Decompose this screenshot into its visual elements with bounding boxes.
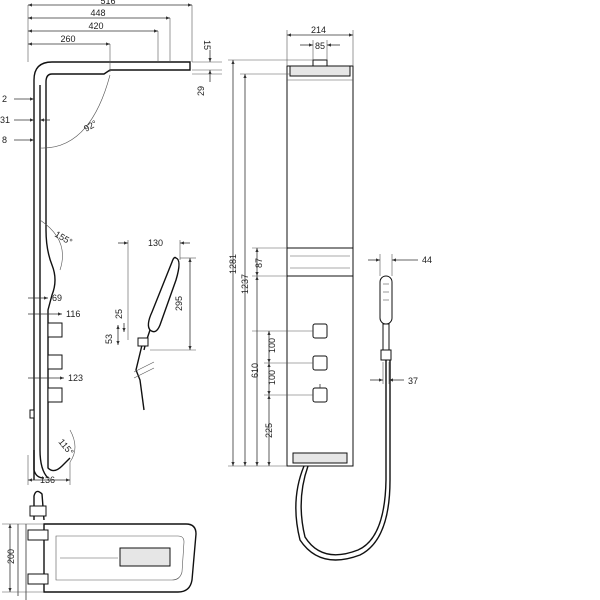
svg-text:37: 37 <box>408 376 418 386</box>
svg-text:31: 31 <box>0 115 10 125</box>
svg-text:85: 85 <box>315 41 325 51</box>
dim-85: 85 <box>300 40 340 60</box>
dim-15: 15 <box>192 40 222 82</box>
svg-text:87: 87 <box>254 258 264 268</box>
svg-text:116: 116 <box>66 309 80 319</box>
dim-260: 260 <box>28 34 111 72</box>
top-view-bracket-lower <box>27 573 49 585</box>
svg-text:15: 15 <box>202 40 212 50</box>
svg-text:448: 448 <box>90 8 105 18</box>
side-valve-middle <box>47 354 63 370</box>
svg-text:29: 29 <box>196 86 206 96</box>
dim-100-upper: 100 <box>264 331 313 364</box>
dim-295: 295 <box>150 257 196 351</box>
dim-448: 448 <box>28 8 171 62</box>
overhead-connector <box>312 59 328 67</box>
side-view: 516 448 420 260 15 29 <box>0 0 222 485</box>
svg-text:8: 8 <box>2 135 7 145</box>
dim-8: 8 <box>2 135 34 145</box>
dim-69: 69 <box>28 293 62 303</box>
dim-225: 225 <box>264 394 313 466</box>
side-wall-bracket <box>29 409 35 419</box>
side-valve-top <box>47 322 63 338</box>
dim-136: 136 <box>27 455 71 485</box>
top-view-panel <box>43 523 197 593</box>
svg-text:225: 225 <box>264 423 274 438</box>
dim-123: 123 <box>28 373 83 383</box>
hand-shower-view: 130 295 25 53 <box>104 238 196 411</box>
svg-text:516: 516 <box>100 0 115 6</box>
svg-text:123: 123 <box>68 373 83 383</box>
svg-text:420: 420 <box>88 21 103 31</box>
dim-116: 116 <box>28 309 80 319</box>
front-valve-bottom <box>312 387 328 403</box>
top-view: 200 <box>2 490 197 600</box>
angle-arc-155 <box>39 219 63 271</box>
body-jet-zone <box>286 247 354 277</box>
side-valve-bottom <box>47 387 63 403</box>
dim-130: 130 <box>118 238 190 340</box>
dim-420: 420 <box>28 21 159 62</box>
svg-text:610: 610 <box>250 363 260 378</box>
svg-text:53: 53 <box>104 334 114 344</box>
dim-516: 516 <box>27 0 193 62</box>
dim-1237: 1237 <box>240 73 290 466</box>
dim-37: 37 <box>370 362 418 386</box>
svg-text:69: 69 <box>52 293 62 303</box>
svg-text:130: 130 <box>148 238 163 248</box>
svg-text:214: 214 <box>311 25 326 35</box>
hand-shower-head <box>147 256 180 333</box>
dim-25: 25 <box>114 309 126 332</box>
front-hand-shower-holder <box>380 349 392 361</box>
angle-arc-115 <box>69 429 76 463</box>
svg-text:100: 100 <box>267 370 277 385</box>
svg-text:44: 44 <box>422 255 432 265</box>
svg-text:136: 136 <box>40 475 55 485</box>
top-view-shower-head <box>119 547 171 567</box>
dim-44: 44 <box>368 254 432 276</box>
angle-155-label: 155° <box>53 229 74 247</box>
dim-1281: 1281 <box>228 59 313 467</box>
bottom-spout <box>292 452 348 464</box>
top-view-bracket-upper <box>27 529 49 541</box>
svg-text:200: 200 <box>6 549 16 564</box>
hose <box>295 360 391 561</box>
angle-115-label: 115° <box>56 437 75 457</box>
dim-31: 31 <box>0 115 50 125</box>
dim-87: 87 <box>252 247 287 277</box>
overhead-shower <box>289 65 351 77</box>
dim-200: 200 <box>2 523 44 593</box>
dim-2: 2 <box>2 94 34 104</box>
svg-text:25: 25 <box>114 309 124 319</box>
dim-100-lower: 100 <box>267 363 277 395</box>
angle-arc-92 <box>39 74 111 149</box>
front-valve-middle <box>312 355 328 371</box>
svg-text:1237: 1237 <box>240 274 250 294</box>
hand-shower-holder <box>137 337 149 347</box>
dim-53: 53 <box>104 325 120 345</box>
svg-text:260: 260 <box>60 34 75 44</box>
svg-text:100: 100 <box>267 338 277 353</box>
svg-text:295: 295 <box>174 296 184 311</box>
dim-29: 29 <box>192 73 222 96</box>
angle-92-label: 92° <box>82 118 99 134</box>
dim-610: 610 <box>250 276 313 466</box>
svg-text:1281: 1281 <box>228 254 238 274</box>
front-valve-top <box>312 323 328 339</box>
svg-text:2: 2 <box>2 94 7 104</box>
front-view: 214 85 1281 1237 87 <box>228 25 432 561</box>
